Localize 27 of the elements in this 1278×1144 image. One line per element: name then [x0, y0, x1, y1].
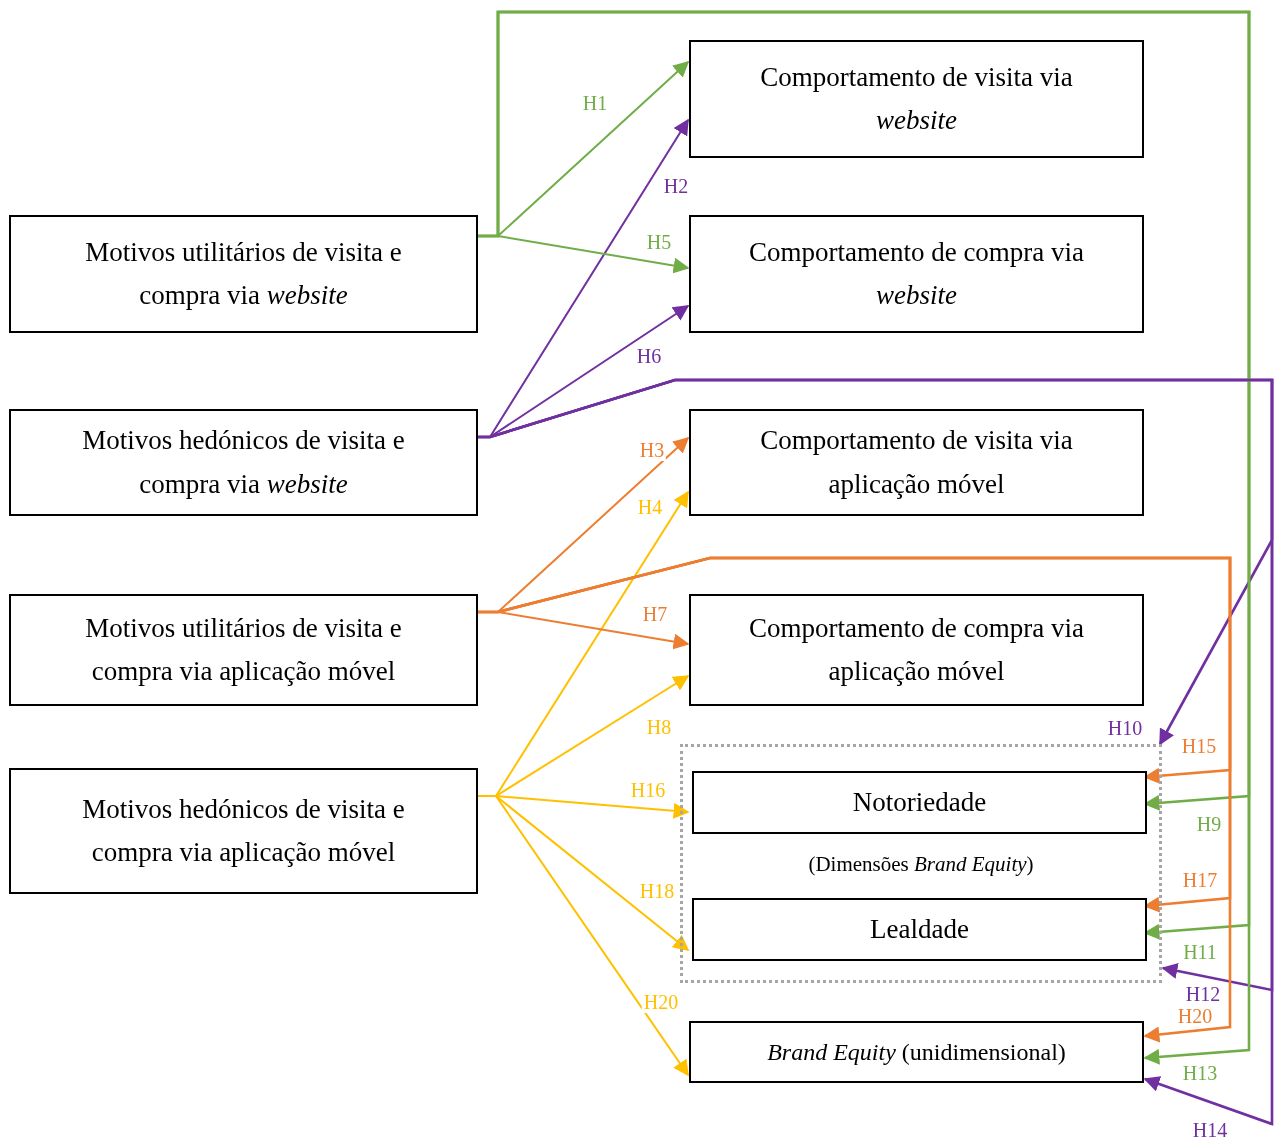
construct-box — [9, 215, 478, 333]
construct-box — [689, 409, 1144, 516]
construct-box — [9, 594, 478, 706]
construct-text: Comportamento de compra via aplicação móvel — [747, 611, 1086, 688]
construct-text: Motivos utilitários de visita e compra via aplicação móvel — [84, 611, 403, 688]
dimension-group — [680, 744, 1162, 983]
construct-box — [689, 594, 1144, 706]
hypothesis-arrow — [478, 556, 1232, 1043]
hypothesis-arrow — [477, 795, 689, 1077]
construct-text: Brand Equity (unidimensional) — [767, 1037, 1066, 1067]
construct-box — [689, 215, 1144, 333]
construct-text: Motivos hedónicos de visita e compra via aplicação móvel — [81, 792, 406, 869]
construct-text: Comportamento de visita via website — [759, 60, 1074, 137]
construct-text: Lealdade — [870, 912, 969, 946]
construct-box — [9, 409, 478, 516]
construct-text: Motivos utilitários de visita e compra via website — [84, 235, 403, 312]
construct-box — [689, 40, 1144, 158]
construct-text: Notoriedade — [852, 785, 987, 819]
construct-box — [689, 1021, 1144, 1083]
construct-text: Comportamento de visita via aplicação móvel — [759, 424, 1074, 501]
construct-box — [692, 898, 1147, 961]
construct-text: Motivos hedónicos de visita e compra via website — [81, 424, 406, 501]
construct-box — [692, 771, 1147, 834]
construct-text: Comportamento de compra via website — [747, 235, 1086, 312]
construct-box — [9, 768, 478, 894]
hypothesis-arrow — [477, 378, 1274, 1126]
group-heading: (Dimensões Brand Equity) — [807, 851, 1035, 878]
